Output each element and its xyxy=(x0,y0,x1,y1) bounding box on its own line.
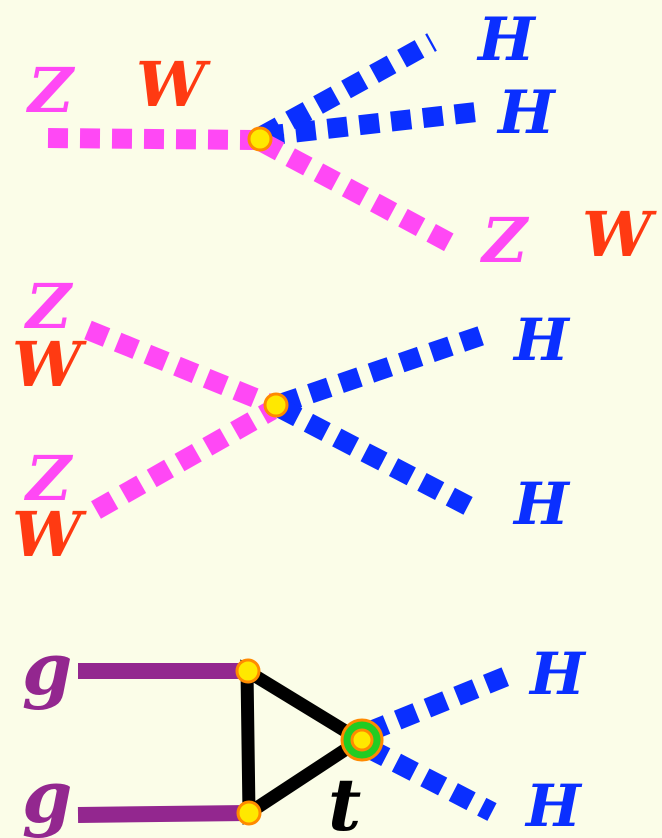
diagram-vv-to-vhh: Z W H H Z W xyxy=(25,5,657,277)
label-z-incoming: Z xyxy=(25,54,76,127)
outgoing-higgs-line-lower xyxy=(363,739,497,821)
outgoing-higgs-line-upper xyxy=(276,324,490,414)
label-h-outgoing-2: H xyxy=(496,78,557,148)
outgoing-vector-boson-line xyxy=(257,133,457,253)
label-z-outgoing: Z xyxy=(479,204,530,277)
interaction-vertex xyxy=(247,126,273,152)
label-gluon-lower: g xyxy=(22,754,72,838)
gluon-top-vertex-lower xyxy=(236,800,262,826)
label-h-outgoing-upper: H xyxy=(528,640,587,708)
label-z-incoming-upper: Z xyxy=(23,270,74,343)
diagram-vv-to-hh: Z W Z W H H xyxy=(12,270,571,571)
label-w-incoming: W xyxy=(136,48,211,121)
label-h-outgoing-lower: H xyxy=(524,772,583,838)
outgoing-higgs-line-lower xyxy=(262,102,478,146)
label-h-outgoing-lower: H xyxy=(512,470,571,538)
label-z-incoming-lower: Z xyxy=(23,442,74,515)
incoming-vector-boson-line-lower xyxy=(91,401,277,519)
label-top-quark: t xyxy=(328,762,361,838)
outgoing-higgs-line-upper xyxy=(364,664,516,742)
top-quark-loop xyxy=(240,659,373,825)
effective-higgs-vertex xyxy=(350,728,374,752)
label-w-outgoing: W xyxy=(582,198,657,271)
label-h-outgoing-1: H xyxy=(476,5,537,75)
label-w-incoming-lower: W xyxy=(12,498,87,571)
interaction-vertex xyxy=(263,392,289,418)
outgoing-higgs-line-lower xyxy=(275,399,481,519)
gluon-line-lower xyxy=(77,805,249,823)
incoming-vector-boson-line-upper xyxy=(84,320,274,414)
label-w-incoming-upper: W xyxy=(12,328,87,401)
outgoing-higgs-line-upper xyxy=(257,33,437,145)
label-h-outgoing-upper: H xyxy=(512,306,571,374)
gluon-top-vertex-upper xyxy=(235,658,261,684)
label-gluon-upper: g xyxy=(22,626,72,711)
diagram-gg-to-hh: g g t H H xyxy=(22,626,587,838)
incoming-vector-boson-line xyxy=(47,128,259,150)
